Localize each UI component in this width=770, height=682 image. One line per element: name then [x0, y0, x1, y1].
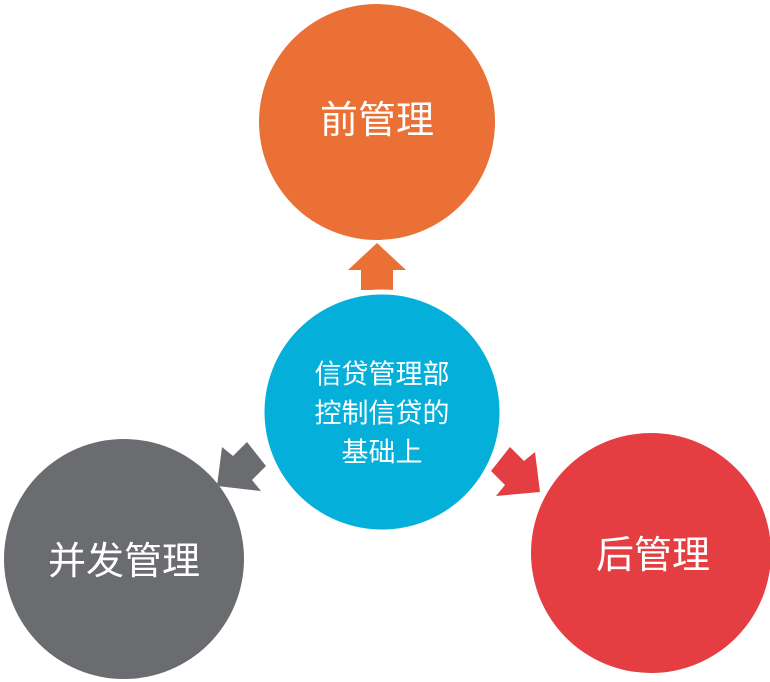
node-post-management-circle [531, 433, 770, 673]
node-concurrent-management-circle [4, 439, 244, 679]
arrow-down-right-icon [491, 447, 540, 496]
node-pre-management-label: 前管理 [320, 98, 434, 142]
node-center-circle [259, 289, 505, 535]
arrow-up-icon [348, 243, 406, 290]
center-label-line-3: 基础上 [342, 438, 423, 469]
node-pre-management-circle [259, 4, 495, 240]
node-post-management: 后管理 [531, 433, 770, 673]
node-concurrent-management-label: 并发管理 [48, 539, 200, 583]
center-label-line-1: 信贷管理部 [315, 360, 450, 391]
node-center: 信贷管理部 控制信贷的 基础上 [259, 289, 505, 535]
node-post-management-label: 后管理 [596, 533, 710, 577]
arrow-down-left-icon [217, 442, 266, 491]
node-concurrent-management: 并发管理 [4, 439, 244, 679]
node-pre-management: 前管理 [259, 4, 495, 240]
center-label-line-2: 控制信贷的 [315, 399, 450, 430]
